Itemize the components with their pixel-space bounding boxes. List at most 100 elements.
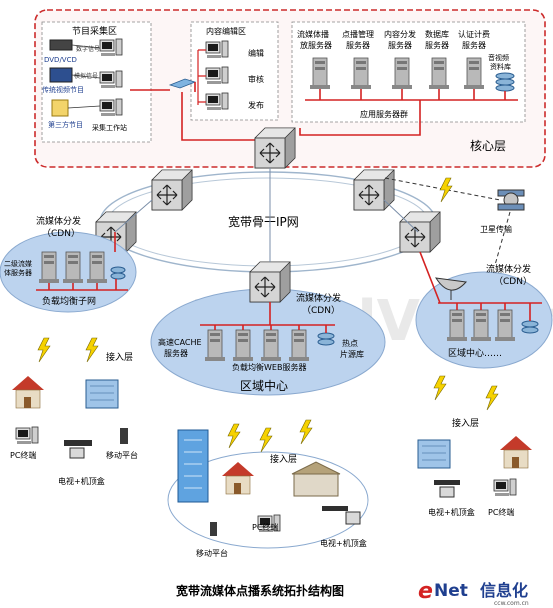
left-server-icon [38, 251, 60, 284]
database-server-icon [428, 57, 450, 90]
left-server-icon [86, 251, 108, 284]
center-switch-icon [249, 261, 291, 303]
center-bolt-icon [299, 419, 313, 445]
right-cdn-title-line1: 流媒体分发 [486, 263, 531, 275]
right-region-label: 区域中心…… [448, 347, 502, 359]
cache-server-icon [204, 329, 226, 362]
left-balance-label: 负载均衡子网 [42, 295, 96, 307]
left-tv-icon [64, 440, 92, 459]
center-mobile-label: 移动平台 [196, 548, 228, 558]
server-label-1-line2: 放服务器 [300, 40, 332, 50]
web-server-icon [288, 329, 310, 362]
dvd-icon [49, 39, 73, 51]
server-label-2-line1: 点播管理 [342, 29, 374, 39]
right-bolt-icon [433, 375, 447, 401]
right-cdn-title-line2: （CDN） [494, 276, 532, 287]
server-label-5-line2: 服务器 [462, 40, 486, 50]
av-library-label-line1: 音视频 [488, 53, 509, 62]
edit-pc-icon [205, 40, 229, 59]
right-building-icon [417, 439, 451, 469]
folder-icon [51, 99, 69, 117]
streaming-server-icon [309, 57, 331, 90]
left-mobile-label: 移动平台 [106, 450, 138, 460]
backbone-connector-lines [114, 168, 419, 262]
center-access-label: 接入层 [270, 453, 297, 465]
left-pc-label: PC终端 [10, 450, 36, 460]
core-link-lines [130, 82, 421, 141]
secondary-server-label-line1: 二级流媒 [4, 259, 32, 268]
edit-label: 编辑 [248, 48, 264, 58]
center-bolt-icon [259, 427, 273, 453]
workstation-label: 采集工作站 [92, 123, 127, 132]
server-label-1-line1: 流媒体播 [297, 29, 329, 39]
web-server-icon [260, 329, 282, 362]
cdn-server-icon [391, 57, 413, 90]
hot-library-icon [317, 332, 335, 340]
right-bolt-icon [485, 385, 499, 411]
center-bolt-icon [227, 423, 241, 449]
left-cdn-title-line1: 流媒体分发 [36, 215, 81, 227]
satellite-icon [497, 189, 525, 211]
server-label-3-line1: 内容分发 [384, 29, 416, 39]
right-pc-label: PC终端 [488, 507, 514, 517]
logo-net: Net [434, 581, 468, 601]
publish-pc-icon [205, 92, 229, 111]
server-label-2-line2: 服务器 [346, 40, 370, 50]
satellite-label: 卫星传输 [480, 224, 512, 234]
server-label-4-line2: 服务器 [425, 40, 449, 50]
diagram-caption: 宽带流媒体点播系统拓扑结构图 [175, 583, 344, 598]
center-access-ring [167, 451, 369, 549]
right-tv-icon [434, 480, 460, 498]
logo-e: e [418, 579, 433, 604]
logo-cn: 信息化 [480, 581, 528, 600]
edit-area-box [190, 21, 279, 121]
auth-server-icon [463, 57, 485, 90]
center-region-label: 区域中心 [240, 378, 288, 393]
server-bus-line [305, 89, 518, 101]
tv-program-label: 传统视频节目 [42, 85, 84, 94]
third-party-label: 第三方节目 [48, 120, 83, 129]
satellite-dish-icon [435, 277, 467, 300]
av-library-label-line2: 资料库 [490, 62, 511, 71]
secondary-server-label-line2: 体服务器 [4, 268, 32, 277]
right-house-icon [499, 435, 533, 469]
server-area-box [291, 21, 526, 123]
site-label: ccw.com.cn [494, 600, 529, 607]
left-pc-icon [15, 426, 39, 445]
center-tv-label: 电视+机顶盒 [320, 538, 367, 548]
right-server-icon [494, 309, 516, 342]
backbone-switch-icon [151, 169, 193, 211]
center-mobile-icon [210, 522, 217, 536]
cache-label-line1: 高速CACHE [158, 337, 202, 347]
dvd-label: DVD/VCD [44, 56, 77, 64]
review-pc-icon [205, 66, 229, 85]
web-server-icon [232, 329, 254, 362]
left-access-label: 接入层 [106, 351, 133, 363]
workstation-pc-icon [99, 38, 123, 57]
hot-label-line1: 热点 [342, 338, 358, 348]
backbone-switch-icon [399, 211, 441, 253]
center-tv-icon [322, 506, 361, 525]
center-cdn-title-line1: 流媒体分发 [296, 292, 341, 304]
backbone-label: 宽带骨干IP网 [228, 214, 299, 229]
digital-signal-label: 数字信号 [76, 45, 100, 53]
workstation-pc-icon [99, 70, 123, 89]
right-access-label: 接入层 [452, 417, 479, 429]
left-mobile-icon [120, 428, 128, 444]
center-tower-icon [177, 429, 209, 503]
left-bolt-icon [37, 337, 51, 363]
av-library-icon [495, 72, 515, 80]
hot-label-line2: 片源库 [340, 349, 364, 359]
analog-signal-label: 模拟信号 [74, 72, 98, 80]
vod-server-icon [350, 57, 372, 90]
center-house-icon [221, 461, 255, 495]
tv-source-icon [49, 67, 73, 83]
left-house-icon [11, 375, 45, 409]
server-group-label: 应用服务器群 [360, 109, 408, 119]
collect-area-title: 节目采集区 [72, 25, 117, 37]
server-label-5-line1: 认证计费 [458, 29, 490, 39]
edit-area-title: 内容编辑区 [206, 26, 246, 36]
left-tv-label: 电视+机顶盒 [58, 476, 105, 486]
